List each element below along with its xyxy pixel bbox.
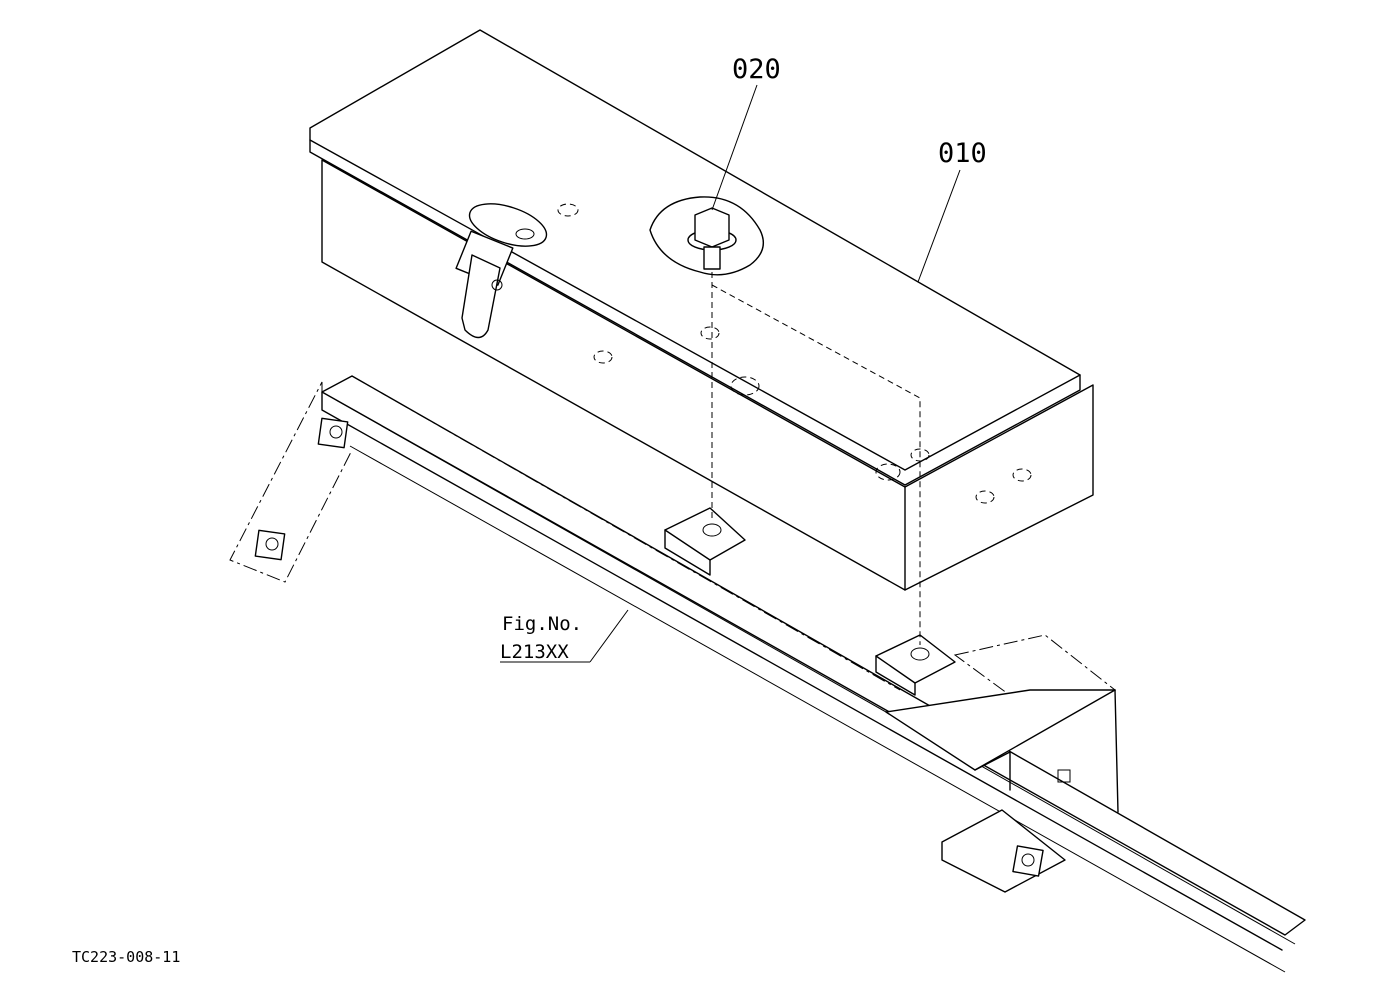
tool-box [309,29,1094,591]
left-bracket-outline [229,381,353,583]
latch-lever [461,254,501,339]
bolt [687,207,737,270]
hidden-hole-8 [910,448,930,462]
latch-keeper-hole [515,228,535,240]
hidden-hole-6 [975,490,995,504]
latch-keeper [468,203,548,247]
hidden-hole-4 [730,376,760,396]
right-bracket-flange [974,751,1011,791]
hidden-hole-2 [700,326,720,340]
phantom-frame-line [351,375,901,691]
frame-rail [321,375,1306,973]
leader-010 [917,169,961,283]
nut-hole-upper [329,425,343,439]
tool-box-lid-edge [309,139,1081,486]
right-bracket [885,634,1119,893]
mount-tabs [664,507,956,696]
figure-code: TC223-008-11 [72,948,180,966]
lower-foot-plate [941,809,1066,893]
hidden-hole-3 [593,350,613,364]
mount-hole-left [702,523,722,537]
leader-fig-ref [589,609,629,663]
leader-020 [711,84,758,211]
right-bracket-web [1114,689,1119,813]
hidden-hole-5 [875,463,901,481]
fig-ref-line2: L213XX [500,641,569,663]
assembly-lines [711,272,921,645]
square-nut-foot [1012,845,1044,877]
square-nut-upper [317,417,349,449]
bolt-hex-head [694,207,730,248]
rail-lower-edge [349,445,1286,973]
rail-side-edge [321,391,1283,951]
latch-pivot [491,279,503,291]
mount-tab-left-fold [664,529,711,576]
mount-hole-right [910,647,930,661]
callout-010: 010 [938,138,987,169]
fig-ref-line1: Fig.No. [502,613,582,635]
hidden-hole-7 [1012,468,1032,482]
bolt-shank [703,246,721,270]
left-bracket [229,375,901,691]
small-tab [1057,769,1071,783]
bolt-path-right [711,284,921,645]
callout-020: 020 [732,54,781,85]
rail-inner-line [335,399,1296,945]
hidden-hole-1 [557,203,579,217]
nut-hole-foot [1021,853,1035,867]
square-nut-lower [254,529,286,561]
nut-hole-lower [265,537,279,551]
mount-tab-right-fold [875,655,916,696]
